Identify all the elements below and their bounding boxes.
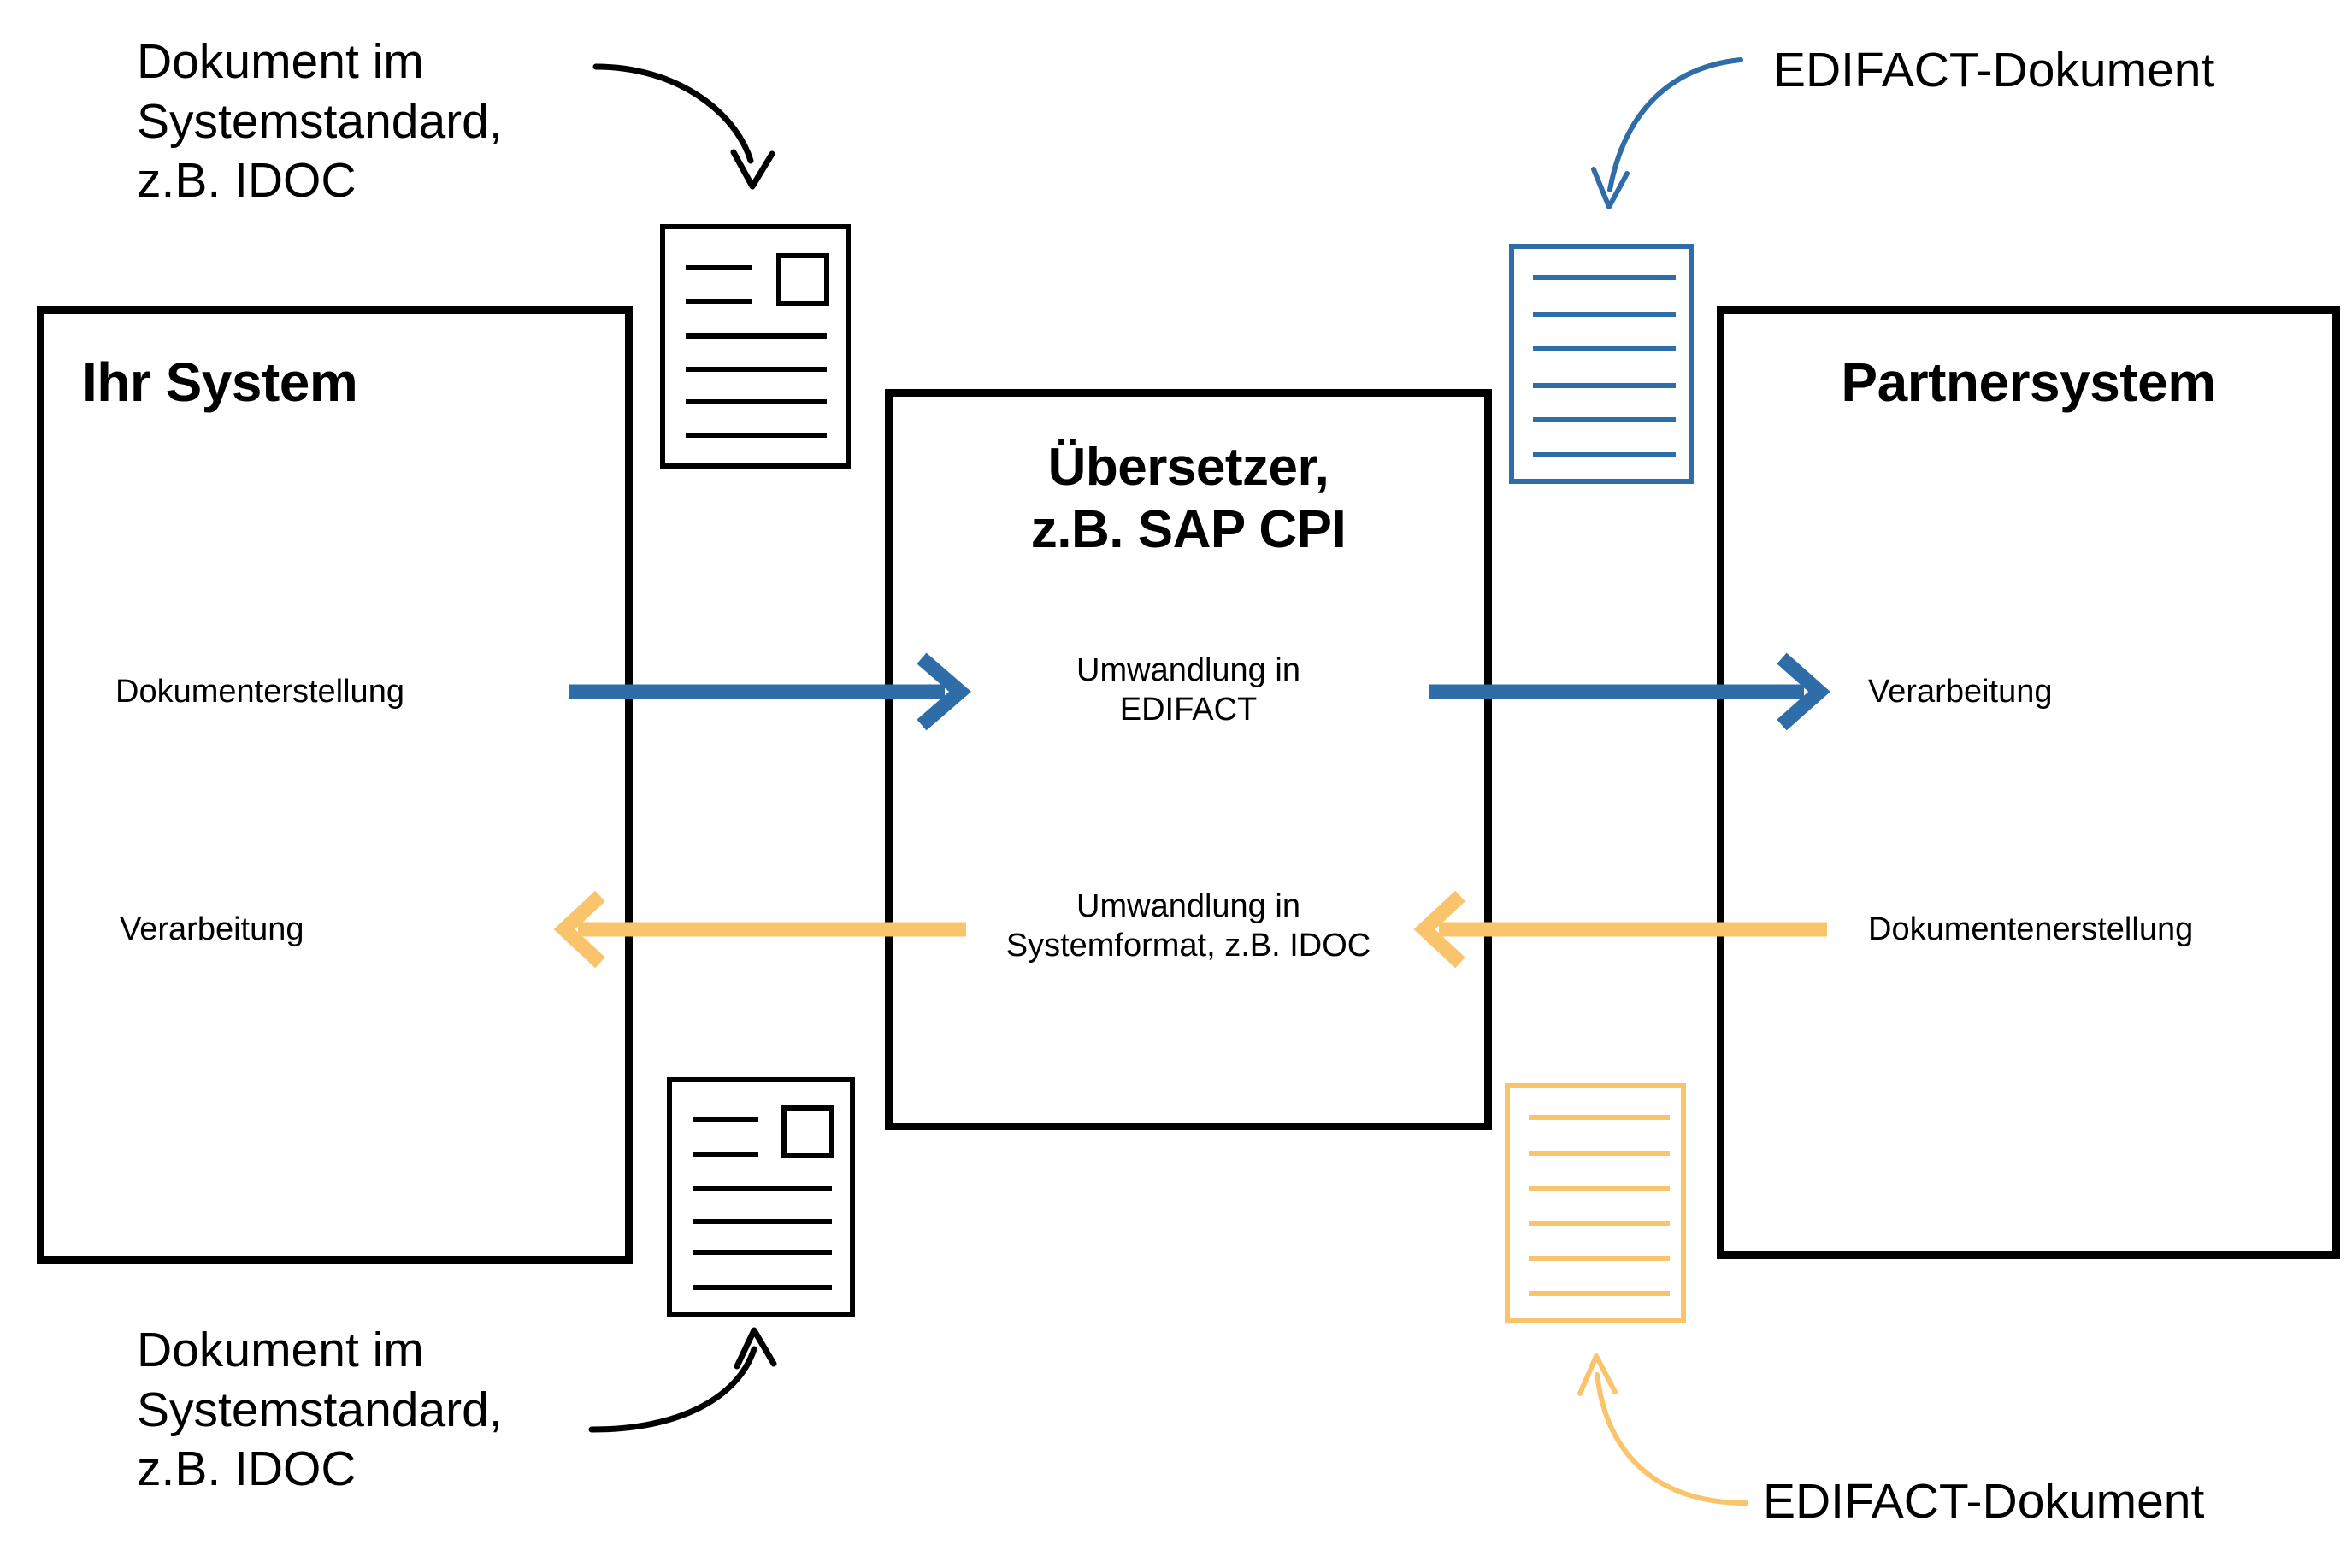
doc-line xyxy=(1533,452,1676,457)
callout-arrow-top-left xyxy=(592,63,775,190)
doc-line xyxy=(1533,312,1676,317)
doc-line xyxy=(693,1186,832,1191)
callout-label-bottom-right: EDIFACT-Dokument xyxy=(1763,1474,2205,1529)
document-icon-system-standard-top xyxy=(660,224,851,469)
doc-line xyxy=(1529,1256,1670,1261)
doc-line xyxy=(693,1152,758,1157)
doc-line xyxy=(1533,346,1676,351)
flow-label-verarbeitung-partner: Verarbeitung xyxy=(1868,674,2053,710)
doc-line xyxy=(693,1117,758,1122)
doc-line xyxy=(686,367,827,372)
callout-label-top-right: EDIFACT-Dokument xyxy=(1773,43,2215,97)
callout-arrow-bottom-left xyxy=(588,1327,777,1433)
system-box-uebersetzer xyxy=(885,389,1492,1130)
document-icon-system-standard-bottom xyxy=(667,1077,855,1317)
doc-line xyxy=(686,433,827,438)
flow-label-umwandlung-in-edifact: Umwandlung in EDIFACT xyxy=(1076,652,1300,728)
doc-line xyxy=(1533,383,1676,388)
page-title-partnersystem: Partnersystem xyxy=(1841,351,2216,413)
callout-label-top-left: Dokument im Systemstandard, z.B. IDOC xyxy=(137,34,503,209)
doc-line xyxy=(1529,1115,1670,1120)
doc-line xyxy=(693,1285,832,1290)
doc-line xyxy=(686,265,752,270)
doc-thumbnail-square xyxy=(776,253,829,306)
doc-line xyxy=(693,1250,832,1255)
system-box-ihr-system xyxy=(37,306,633,1264)
doc-line xyxy=(686,399,827,404)
flow-label-dokumenterstellung: Dokumenterstellung xyxy=(115,674,404,710)
doc-line xyxy=(1529,1186,1670,1191)
flow-label-umwandlung-in-systemformat: Umwandlung in Systemformat, z.B. IDOC xyxy=(1005,888,1371,964)
doc-line xyxy=(1529,1291,1670,1296)
document-icon-edifact-top xyxy=(1509,244,1694,484)
callout-arrow-bottom-right xyxy=(1577,1353,1748,1506)
doc-line xyxy=(1529,1151,1670,1156)
flow-label-verarbeitung-ihr-system: Verarbeitung xyxy=(120,911,304,947)
doc-line xyxy=(686,299,752,304)
callout-arrow-top-right xyxy=(1591,57,1743,209)
doc-line xyxy=(686,333,827,339)
flow-label-dokumentenerstellung: Dokumentenerstellung xyxy=(1868,911,2194,947)
doc-line xyxy=(693,1219,832,1224)
doc-line xyxy=(1533,417,1676,422)
doc-thumbnail-square xyxy=(781,1105,834,1158)
page-title-uebersetzer: Übersetzer, z.B. SAP CPI xyxy=(1030,438,1347,560)
system-box-partnersystem xyxy=(1717,306,2340,1259)
callout-label-bottom-left: Dokument im Systemstandard, z.B. IDOC xyxy=(137,1323,503,1497)
page-title-ihr-system: Ihr System xyxy=(82,351,358,413)
doc-line xyxy=(1529,1221,1670,1226)
doc-line xyxy=(1533,275,1676,280)
document-icon-edifact-bottom xyxy=(1505,1083,1686,1323)
